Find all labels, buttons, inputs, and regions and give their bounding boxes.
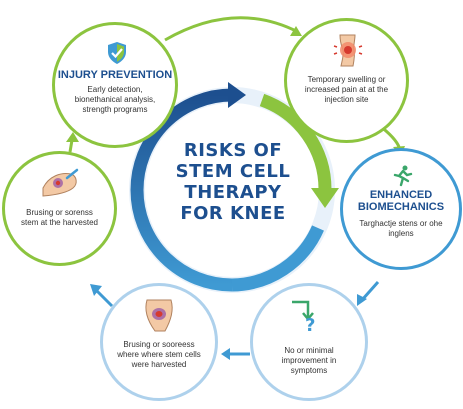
arrowhead-bruise2 (221, 348, 230, 360)
node-no-improvement: ? No or minimal improvement in symptoms (250, 283, 368, 401)
node-swelling: Temporary swelling or increased pain at … (284, 18, 409, 143)
arrowhead-injury (66, 132, 79, 142)
arrow-injury-to-swelling (164, 16, 299, 42)
svg-text:?: ? (305, 315, 315, 334)
node-title: ENHANCED BIOMECHANICS (357, 189, 445, 213)
node-description: Targhactje stens or ohe inglens (359, 219, 443, 238)
center-ring-right-arrowhead (311, 188, 339, 208)
diagram-title: RISKS OF STEM CELL THERAPY FOR KNEE (175, 140, 291, 224)
center-ring-green (259, 93, 332, 191)
node-bruising-harvest: Brusing or sooreess where where stem cel… (100, 283, 218, 401)
node-description: Brusing or sorenss stem at the harvested (21, 208, 98, 227)
center-ring-top-arrowhead (228, 82, 246, 108)
node-description: Temporary swelling or increased pain at … (304, 75, 389, 104)
arrow-biomech-to-noimp (360, 281, 380, 301)
node-description: Brusing or sooreess where where stem cel… (117, 340, 201, 369)
node-title: INJURY PREVENTION (57, 69, 173, 81)
node-biomechanics: ENHANCED BIOMECHANICS Targhactje stens o… (340, 148, 462, 270)
node-injury-prevention: INJURY PREVENTION Early detection, bione… (52, 22, 178, 148)
center-ring-left (130, 88, 233, 292)
node-bruising-left: Brusing or sorenss stem at the harvested (2, 151, 117, 266)
node-description: No or minimal improvement in symptoms (281, 346, 337, 375)
arrow-bruise2-to-bruise1 (94, 288, 114, 308)
arrowhead-bruise1 (90, 284, 102, 296)
node-description: Early detection, bionethanical analysis,… (74, 85, 156, 114)
center-ring-bottom-right (231, 225, 324, 292)
arrowhead-noimp (357, 294, 367, 306)
arrowhead-swelling (290, 26, 302, 36)
